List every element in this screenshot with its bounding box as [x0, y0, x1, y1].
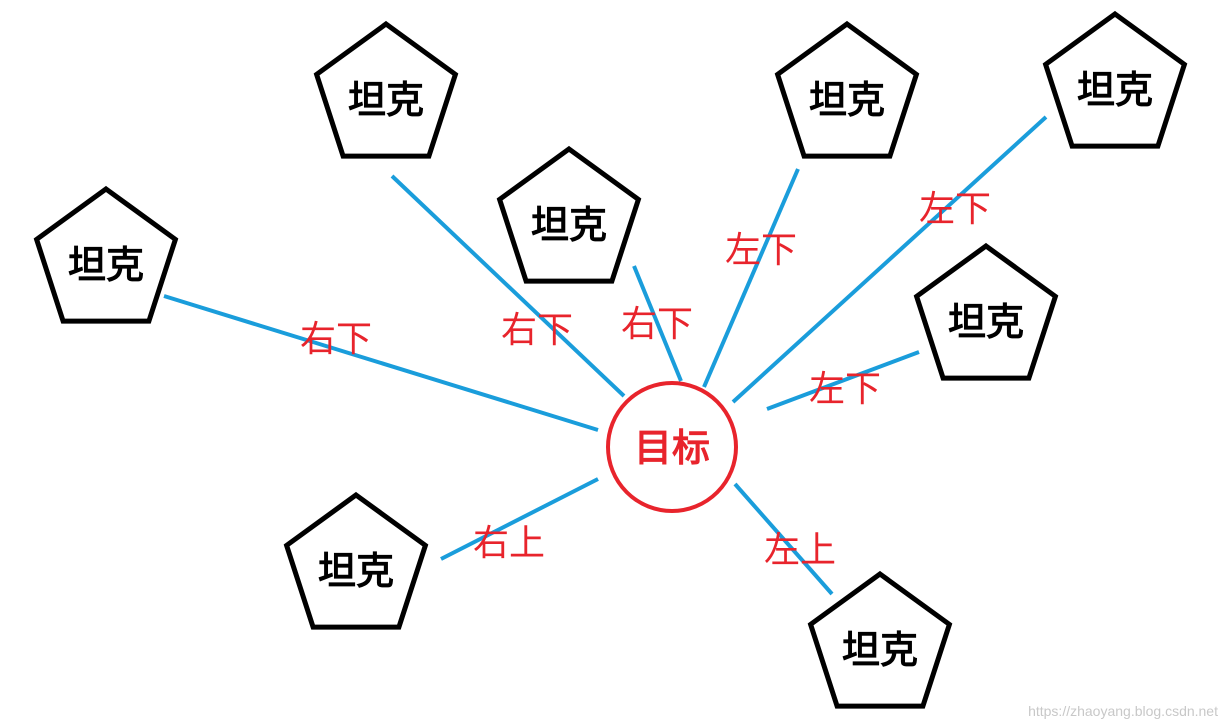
target-circle [606, 381, 738, 513]
connector-lines [163, 115, 1048, 596]
tank-label: 坦克 [809, 77, 885, 122]
direction-labels: 右下右下右下左下左下左下右上左上 [300, 189, 991, 571]
connector-line-top-center-right [702, 168, 800, 388]
tank-pentagon [283, 491, 429, 630]
tank-pentagon [33, 185, 179, 324]
tank-bottom-right: 坦克 [807, 570, 953, 709]
direction-label-left: 右下 [300, 319, 372, 360]
target: 目标 [606, 381, 738, 513]
tank-left: 坦克 [33, 185, 179, 324]
tank-pentagon [1042, 10, 1188, 149]
connector-line-top-left [390, 174, 626, 398]
tank-label: 坦克 [68, 242, 144, 287]
tank-right: 坦克 [913, 242, 1059, 381]
tank-top-left: 坦克 [313, 20, 459, 159]
tank-pentagon [807, 570, 953, 709]
tank-label: 坦克 [842, 627, 918, 672]
tank-pentagon [496, 145, 642, 284]
tank-bottom-left: 坦克 [283, 491, 429, 630]
tank-top-right: 坦克 [1042, 10, 1188, 149]
tanks-group: 坦克坦克坦克坦克坦克坦克坦克坦克 [33, 10, 1188, 709]
tank-label: 坦克 [348, 77, 424, 122]
direction-label-top-left: 右下 [501, 310, 573, 351]
tank-label: 坦克 [531, 202, 607, 247]
tank-label: 坦克 [1077, 67, 1153, 112]
direction-label-right: 左下 [809, 369, 881, 410]
connector-line-left [163, 294, 599, 432]
connector-line-bottom-right [733, 482, 834, 596]
direction-label-center-upper: 右下 [621, 304, 693, 345]
connector-line-top-right [731, 115, 1048, 404]
tank-center-upper: 坦克 [496, 145, 642, 284]
direction-label-top-right: 左下 [919, 189, 991, 230]
connector-line-bottom-left [440, 477, 599, 561]
tank-pentagon [913, 242, 1059, 381]
tank-label: 坦克 [948, 299, 1024, 344]
tank-top-center-right: 坦克 [774, 20, 920, 159]
direction-label-top-center-right: 左下 [725, 230, 797, 271]
tank-pentagon [774, 20, 920, 159]
connector-line-center-upper [632, 265, 683, 382]
target-label: 目标 [634, 425, 710, 470]
direction-label-bottom-right: 左上 [764, 530, 836, 571]
connector-line-right [766, 350, 920, 411]
tank-pentagon [313, 20, 459, 159]
watermark: https://zhaoyang.blog.csdn.net [1028, 703, 1218, 719]
tank-label: 坦克 [318, 548, 394, 593]
direction-label-bottom-left: 右上 [473, 523, 545, 564]
